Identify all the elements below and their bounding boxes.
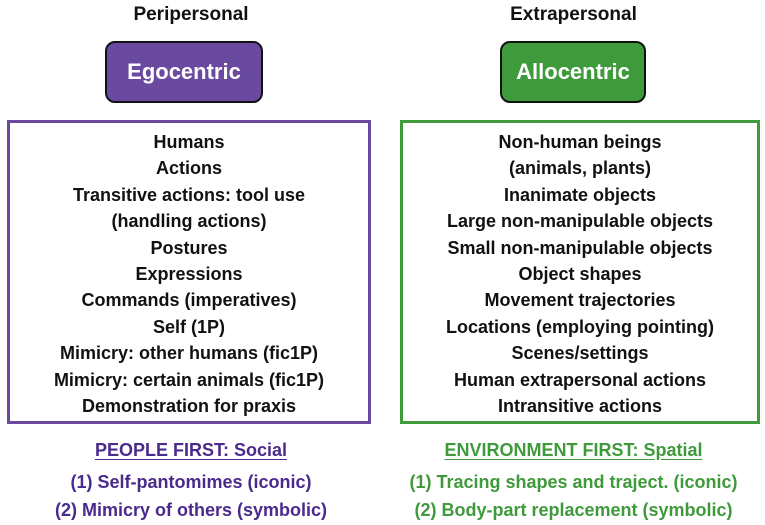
allocentric-items: Non-human beings (animals, plants) Inanima… (403, 129, 757, 419)
egocentric-item: Demonstration for praxis (81, 396, 297, 417)
allocentric-item: Human extrapersonal actions (453, 369, 707, 390)
egocentric-label: Egocentric (105, 41, 263, 103)
people-first-note: (2) Mimicry of others (symbolic) (54, 500, 328, 520)
extrapersonal-heading: Extrapersonal (510, 4, 637, 25)
egocentric-item: Mimicry: certain animals (fic1P) (53, 369, 325, 390)
allocentric-label: Allocentric (500, 41, 646, 103)
people-first-notes: (1) Self-pantomimes (iconic) (2) Mimicry … (0, 468, 382, 524)
allocentric-item: Scenes/settings (511, 343, 649, 364)
egocentric-item: (handling actions) (111, 211, 267, 232)
egocentric-item: Commands (imperatives) (81, 290, 297, 311)
environment-first-note: (1) Tracing shapes and traject. (iconic) (409, 472, 738, 492)
allocentric-item: (animals, plants) (508, 158, 652, 179)
allocentric-item: Large non-manipulable objects (446, 211, 714, 232)
allocentric-item: Object shapes (518, 264, 642, 285)
egocentric-item: Expressions (135, 264, 243, 285)
egocentric-item: Transitive actions: tool use (72, 184, 306, 205)
egocentric-item: Mimicry: other humans (fic1P) (59, 343, 319, 364)
people-first-note: (1) Self-pantomimes (iconic) (70, 472, 312, 492)
egocentric-item: Self (1P) (152, 316, 226, 337)
egocentric-item: Postures (150, 237, 228, 258)
people-first-title: PEOPLE FIRST: Social (94, 440, 288, 460)
environment-first-title: ENVIRONMENT FIRST: Spatial (444, 440, 703, 460)
egocentric-item: Humans (153, 132, 225, 152)
environment-first-notes: (1) Tracing shapes and traject. (iconic)… (382, 468, 765, 524)
allocentric-item: Movement trajectories (484, 290, 676, 311)
egocentric-item: Actions (155, 158, 222, 179)
allocentric-list-box: Non-human beings (animals, plants) Inanima… (400, 120, 760, 424)
allocentric-item: Small non-manipulable objects (447, 237, 713, 258)
allocentric-item: Locations (employing pointing) (446, 316, 714, 337)
allocentric-item: Inanimate objects (503, 184, 657, 205)
allocentric-item: Intransitive actions (497, 396, 663, 417)
peripersonal-heading: Peripersonal (133, 4, 249, 25)
allocentric-item: Non-human beings (498, 132, 662, 152)
extrapersonal-column: Extrapersonal Allocentric Non-human bein… (382, 0, 765, 525)
environment-first-note: (2) Body-part replacement (symbolic) (414, 500, 733, 520)
